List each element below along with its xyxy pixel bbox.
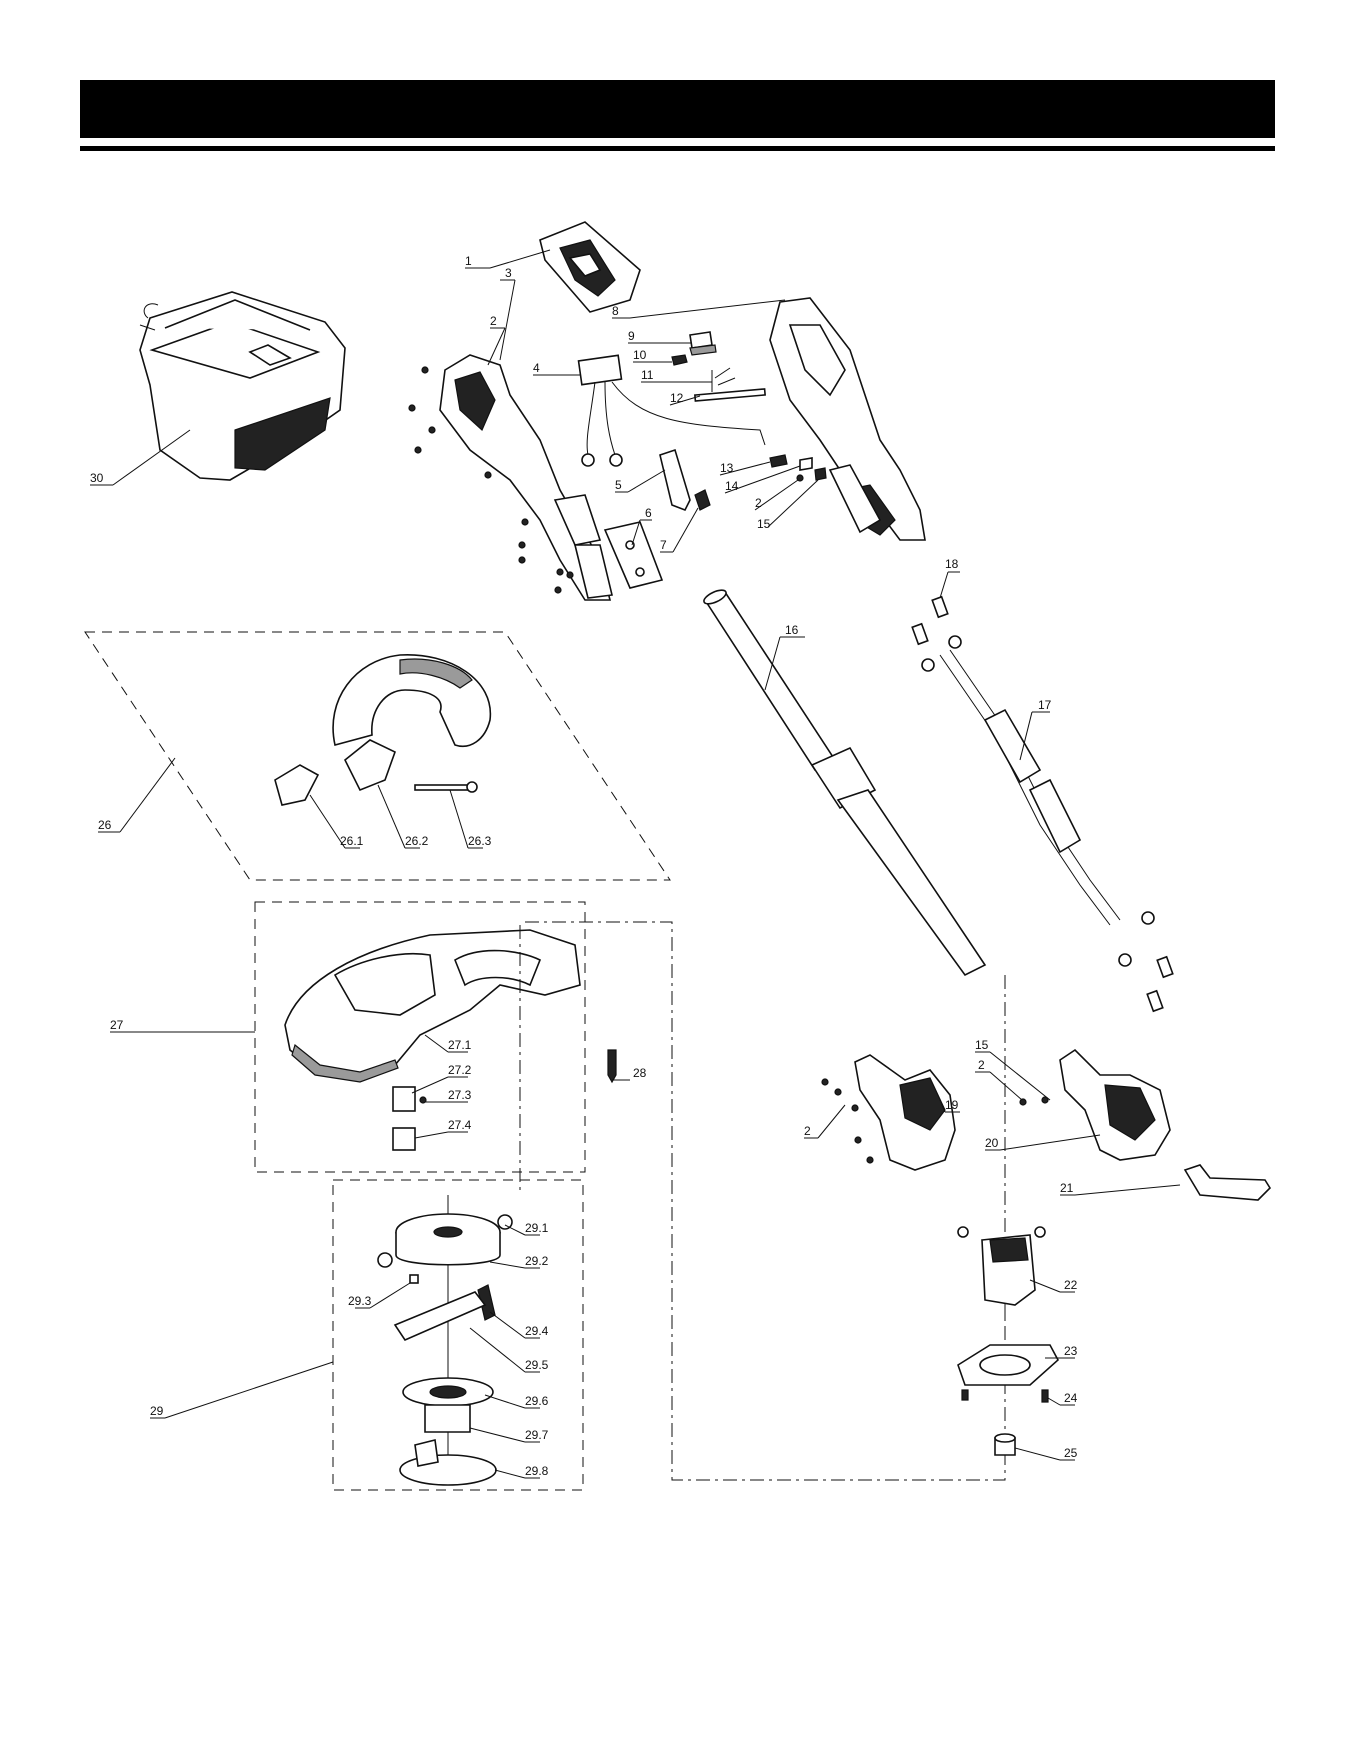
label-11: 11 bbox=[641, 368, 654, 382]
part-30-charger bbox=[90, 292, 345, 485]
label-26-2: 26.2 bbox=[405, 834, 429, 848]
label-16: 16 bbox=[785, 623, 799, 637]
part-22-motor bbox=[958, 1227, 1075, 1320]
label-14: 14 bbox=[725, 479, 739, 493]
label-2c: 2 bbox=[978, 1058, 985, 1072]
label-12: 12 bbox=[670, 391, 684, 405]
label-27: 27 bbox=[110, 1018, 124, 1032]
label-2a: 2 bbox=[490, 314, 497, 328]
label-26: 26 bbox=[98, 818, 112, 832]
label-6: 6 bbox=[645, 506, 652, 520]
label-18: 18 bbox=[945, 557, 959, 571]
part-28-screw bbox=[608, 1050, 630, 1082]
label-25: 25 bbox=[1064, 1446, 1078, 1460]
part-17-cable bbox=[922, 636, 1154, 966]
part-25-collar bbox=[995, 1434, 1075, 1460]
label-29-7: 29.7 bbox=[525, 1428, 549, 1442]
label-23: 23 bbox=[1064, 1344, 1078, 1358]
part-8-handle-right bbox=[612, 298, 925, 540]
part-3-handle-left bbox=[440, 280, 612, 600]
part-20-housing-right bbox=[975, 1050, 1170, 1160]
label-13: 13 bbox=[720, 461, 734, 475]
label-27-1: 27.1 bbox=[448, 1038, 472, 1052]
part-27-guard bbox=[110, 930, 580, 1150]
label-29-3: 29.3 bbox=[348, 1294, 372, 1308]
part-24-screws bbox=[962, 1390, 1075, 1405]
label-5: 5 bbox=[615, 478, 622, 492]
label-24: 24 bbox=[1064, 1391, 1078, 1405]
label-26-1: 26.1 bbox=[340, 834, 364, 848]
label-15a: 15 bbox=[757, 517, 771, 531]
label-27-2: 27.2 bbox=[448, 1063, 472, 1077]
label-20: 20 bbox=[985, 1136, 999, 1150]
label-22: 22 bbox=[1064, 1278, 1078, 1292]
label-27-3: 27.3 bbox=[448, 1088, 472, 1102]
label-29-1: 29.1 bbox=[525, 1221, 549, 1235]
label-21: 21 bbox=[1060, 1181, 1074, 1195]
part-5-trigger bbox=[615, 450, 690, 510]
part-26-aux-handle bbox=[98, 655, 490, 848]
label-3: 3 bbox=[505, 266, 512, 280]
label-7: 7 bbox=[660, 538, 667, 552]
label-1: 1 bbox=[465, 254, 472, 268]
label-28: 28 bbox=[633, 1066, 647, 1080]
part-23-base-plate bbox=[958, 1345, 1075, 1385]
label-30: 30 bbox=[90, 471, 104, 485]
part-19-housing-left bbox=[804, 1055, 960, 1170]
part-16-shaft bbox=[702, 587, 985, 975]
part-1-battery bbox=[465, 222, 640, 312]
label-2b: 2 bbox=[755, 496, 762, 510]
label-19: 19 bbox=[945, 1098, 959, 1112]
part-6-plate bbox=[605, 520, 662, 588]
label-15b: 15 bbox=[975, 1038, 989, 1052]
label-8: 8 bbox=[612, 304, 619, 318]
label-9: 9 bbox=[628, 329, 635, 343]
label-29-6: 29.6 bbox=[525, 1394, 549, 1408]
label-29-8: 29.8 bbox=[525, 1464, 549, 1478]
label-29-2: 29.2 bbox=[525, 1254, 549, 1268]
label-10: 10 bbox=[633, 348, 647, 362]
label-27-4: 27.4 bbox=[448, 1118, 472, 1132]
part-21-wire-guard bbox=[1060, 1165, 1270, 1200]
label-29: 29 bbox=[150, 1404, 164, 1418]
assembly-lines bbox=[520, 922, 1005, 1480]
label-29-5: 29.5 bbox=[525, 1358, 549, 1372]
label-29-4: 29.4 bbox=[525, 1324, 549, 1338]
label-17: 17 bbox=[1038, 698, 1052, 712]
label-2d: 2 bbox=[804, 1124, 811, 1138]
label-4: 4 bbox=[533, 361, 540, 375]
label-26-3: 26.3 bbox=[468, 834, 492, 848]
part-29-spool bbox=[150, 1195, 540, 1485]
